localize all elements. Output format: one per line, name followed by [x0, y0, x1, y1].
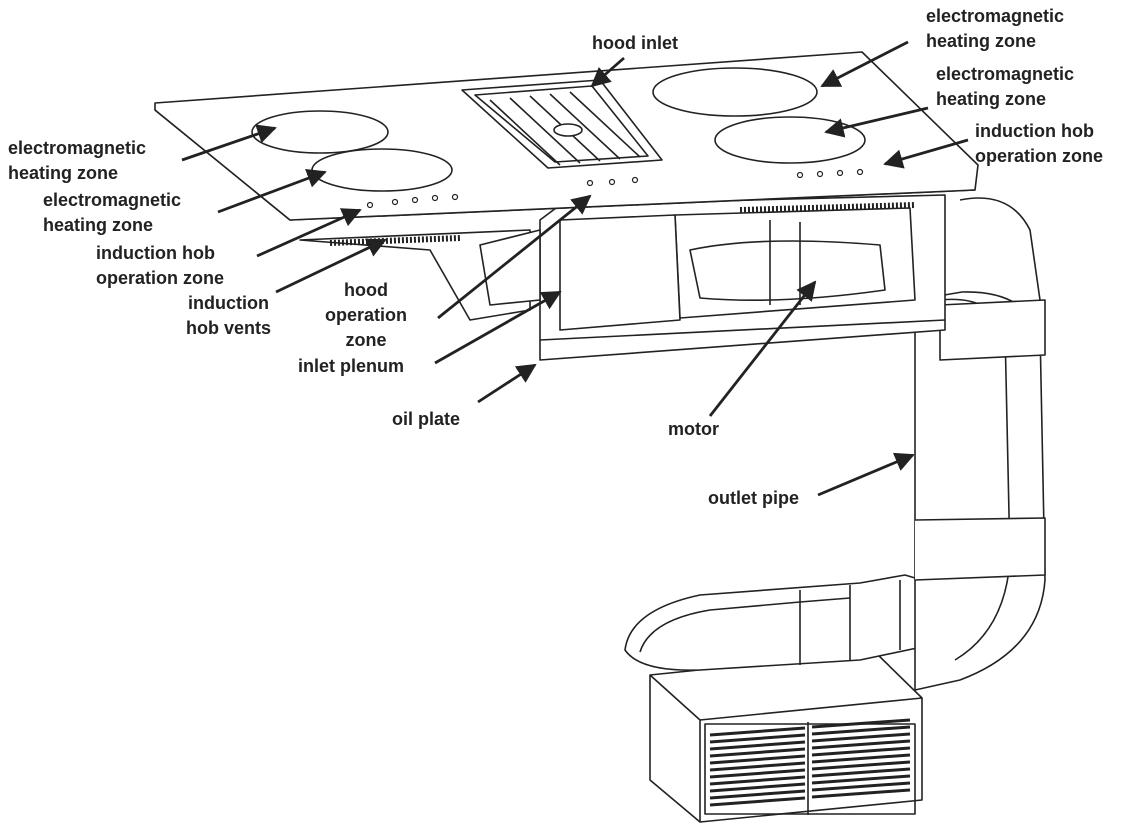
- label-hob-operation-zone-left: induction hob operation zone: [96, 243, 225, 288]
- label-hob-vents: induction hob vents: [186, 293, 272, 338]
- label-hood-operation-zone: hood operation zone: [325, 280, 408, 350]
- label-inlet-plenum: inlet plenum: [298, 356, 405, 376]
- arrow-hood-op-zone: [437, 194, 592, 320]
- arrow-em-zone-top-right: [820, 40, 909, 88]
- arrow-inlet-plenum: [434, 290, 562, 365]
- arrow-hood-inlet: [590, 56, 625, 88]
- arrow-hob-op-right: [883, 138, 969, 169]
- arrow-em-zone-left-bottom: [217, 168, 327, 214]
- outlet-pipe-vertical: [914, 197, 1046, 691]
- arrow-oil-plate: [477, 363, 537, 404]
- label-em-zone-top-right: electromagnetic heating zone: [926, 6, 1065, 51]
- hob-top: [154, 51, 979, 221]
- label-oil-plate: oil plate: [392, 409, 461, 429]
- arrow-em-zone-right: [824, 106, 929, 138]
- arrow-motor: [708, 280, 817, 417]
- arrow-outlet-pipe: [817, 452, 915, 497]
- label-hob-operation-zone-right: induction hob operation zone: [975, 121, 1104, 166]
- label-hood-inlet: hood inlet: [592, 33, 678, 53]
- control-dots: [366, 168, 864, 209]
- arrows: [181, 40, 969, 497]
- label-em-zone-left-top: electromagnetic heating zone: [8, 138, 147, 183]
- label-motor: motor: [668, 419, 719, 439]
- label-em-zone-right: electromagnetic heating zone: [936, 64, 1075, 109]
- arrow-hob-vents: [275, 238, 387, 294]
- outlet-grille: [649, 651, 923, 823]
- label-em-zone-left-bottom: electromagnetic heating zone: [43, 190, 182, 235]
- label-outlet-pipe: outlet pipe: [708, 488, 799, 508]
- arrow-hob-op-left: [256, 208, 362, 258]
- outlet-pipe-horizontal: [624, 574, 956, 671]
- arrow-em-zone-left-top: [181, 124, 277, 162]
